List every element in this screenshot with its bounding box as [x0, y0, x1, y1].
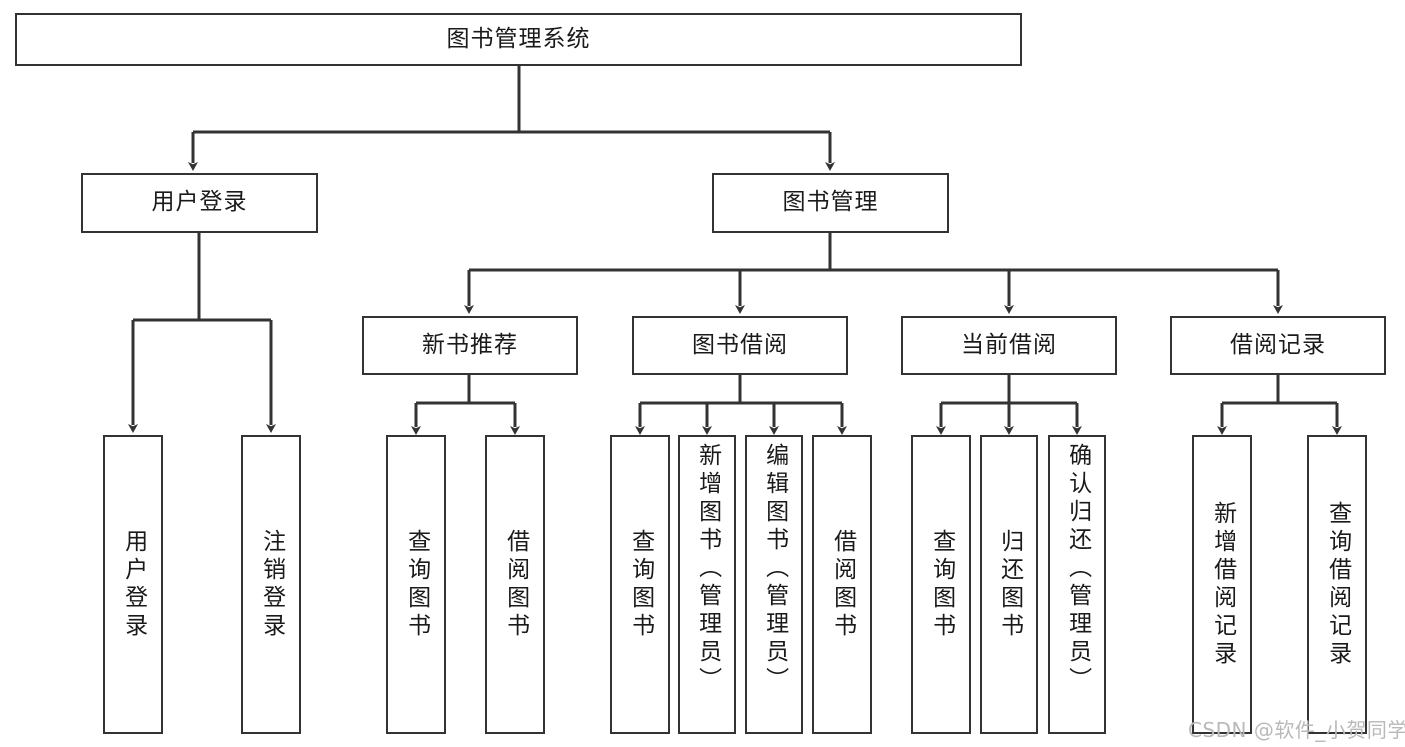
node-label: 用户登录: [151, 189, 248, 216]
node-label: 注销登录: [258, 528, 285, 641]
node-label: 图书管理系统: [446, 25, 591, 52]
node-label: 借阅图书: [829, 528, 856, 641]
node-label: 查询借阅记录: [1324, 500, 1351, 669]
leaf-borrow-add-book-admin[interactable]: 新增图书（管理员）: [678, 435, 736, 734]
node-label: 借阅图书: [502, 528, 529, 641]
leaf-user-login-login[interactable]: 用户登录: [103, 435, 163, 734]
leaf-new-book-query-book[interactable]: 查询图书: [386, 435, 446, 734]
node-label: 用户登录: [120, 528, 147, 641]
node-root-book-management-system[interactable]: 图书管理系统: [15, 13, 1022, 66]
node-book-borrow[interactable]: 图书借阅: [632, 316, 848, 375]
leaf-current-query-book[interactable]: 查询图书: [911, 435, 971, 734]
node-label: 新增图书（管理员）: [694, 443, 721, 695]
node-borrow-record[interactable]: 借阅记录: [1170, 316, 1386, 375]
node-label: 归还图书: [996, 528, 1023, 641]
node-user-login[interactable]: 用户登录: [81, 173, 318, 233]
node-label: 查询图书: [928, 528, 955, 641]
csdn-watermark: CSDN @软件_小贺同学: [1188, 718, 1405, 742]
node-label: 编辑图书（管理员）: [761, 443, 788, 695]
leaf-borrow-query-book[interactable]: 查询图书: [610, 435, 670, 734]
leaf-user-login-logout[interactable]: 注销登录: [241, 435, 301, 734]
node-label: 借阅记录: [1230, 331, 1326, 358]
node-book-management[interactable]: 图书管理: [712, 173, 949, 233]
node-label: 新书推荐: [422, 331, 518, 358]
node-label: 查询图书: [403, 528, 430, 641]
node-label: 确认归还（管理员）: [1064, 443, 1091, 695]
node-new-book-recommend[interactable]: 新书推荐: [362, 316, 578, 375]
node-label: 图书管理: [782, 189, 879, 216]
leaf-borrow-edit-book-admin[interactable]: 编辑图书（管理员）: [745, 435, 803, 734]
node-label: 当前借阅: [961, 331, 1057, 358]
leaf-record-add-borrow-record[interactable]: 新增借阅记录: [1192, 435, 1252, 734]
leaf-borrow-borrow-book[interactable]: 借阅图书: [812, 435, 872, 734]
node-label: 新增借阅记录: [1209, 500, 1236, 669]
node-label: 图书借阅: [692, 331, 788, 358]
leaf-current-return-book[interactable]: 归还图书: [980, 435, 1038, 734]
leaf-current-confirm-return-admin[interactable]: 确认归还（管理员）: [1048, 435, 1106, 734]
leaf-new-book-borrow-book[interactable]: 借阅图书: [485, 435, 545, 734]
node-label: 查询图书: [627, 528, 654, 641]
leaf-record-query-borrow-record[interactable]: 查询借阅记录: [1307, 435, 1367, 734]
node-current-borrow[interactable]: 当前借阅: [901, 316, 1117, 375]
